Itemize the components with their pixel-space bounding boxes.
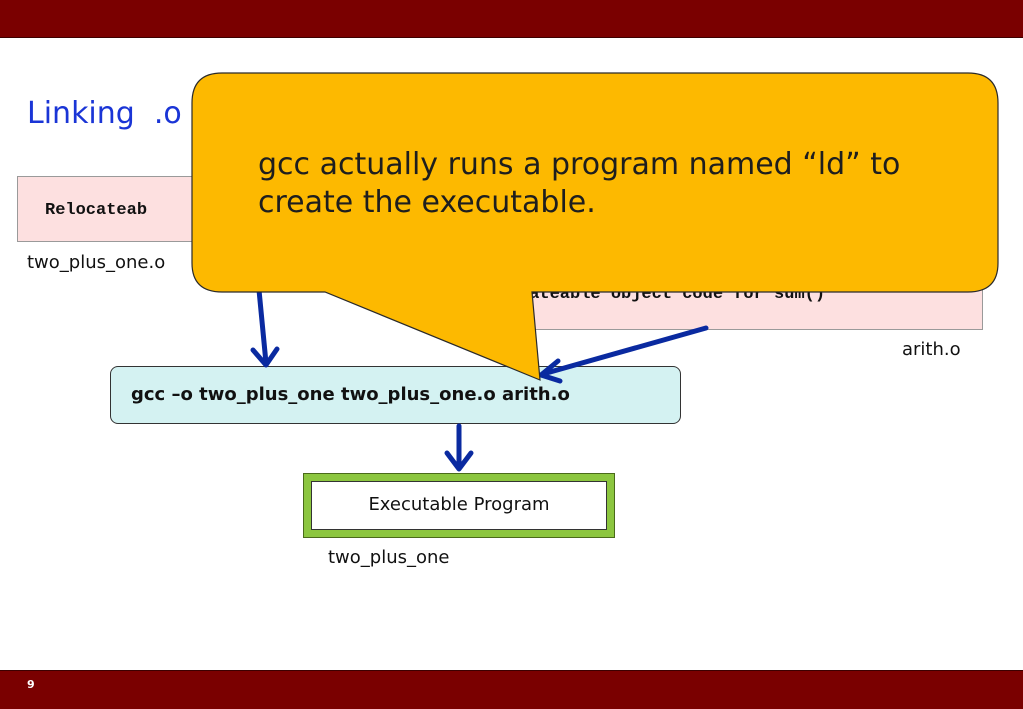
gcc-command-text: gcc –o two_plus_one two_plus_one.o arith… xyxy=(131,384,570,405)
slide-title: Linking .o xyxy=(27,96,182,131)
left-object-code: Relocateab xyxy=(45,201,148,220)
arrow-left-to-gcc xyxy=(256,287,269,366)
left-object-filename: two_plus_one.o xyxy=(27,252,166,273)
arrow-exec-head xyxy=(444,450,474,472)
executable-label: Executable Program xyxy=(311,481,607,530)
executable-box: Executable Program xyxy=(303,473,615,538)
callout-text: gcc actually runs a program named “ld” t… xyxy=(258,146,978,222)
executable-filename: two_plus_one xyxy=(328,547,450,568)
callout-line-2: create the executable. xyxy=(258,185,596,220)
callout-line-1: gcc actually runs a program named “ld” t… xyxy=(258,147,901,182)
page-number: 9 xyxy=(27,678,35,691)
arrow-right-to-gcc xyxy=(540,325,709,377)
arrow-right-head xyxy=(538,358,563,384)
header-bar xyxy=(0,0,1023,38)
footer-bar: 9 xyxy=(0,670,1023,709)
callout-bubble xyxy=(191,72,999,381)
right-object-filename: arith.o xyxy=(902,339,961,360)
gcc-command-box: gcc –o two_plus_one two_plus_one.o arith… xyxy=(110,366,681,424)
arrow-left-head xyxy=(250,346,280,368)
